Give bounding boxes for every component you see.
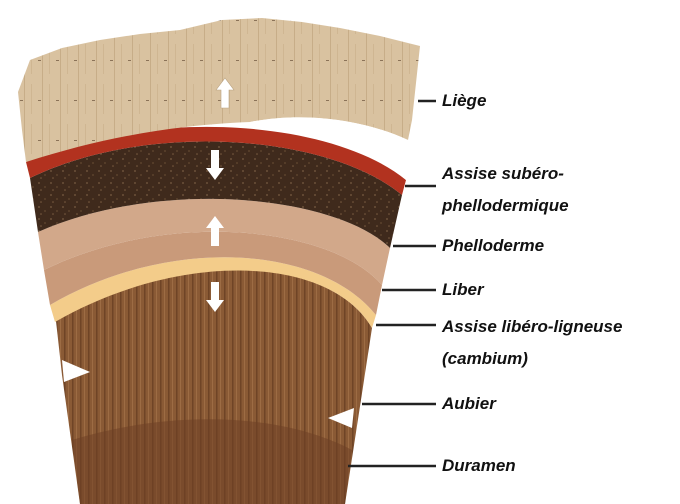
label-assise-subero-line1: Assise subéro- [442, 160, 564, 188]
label-liege: Liège [442, 87, 486, 115]
label-phelloderme: Phelloderme [442, 232, 544, 260]
label-assise-subero-line2: phellodermique [442, 192, 569, 220]
label-duramen: Duramen [442, 452, 516, 480]
label-liber: Liber [442, 276, 484, 304]
label-assise-libero-line2: (cambium) [442, 345, 528, 373]
label-aubier: Aubier [442, 390, 496, 418]
label-assise-libero-line1: Assise libéro-ligneuse [442, 313, 622, 341]
